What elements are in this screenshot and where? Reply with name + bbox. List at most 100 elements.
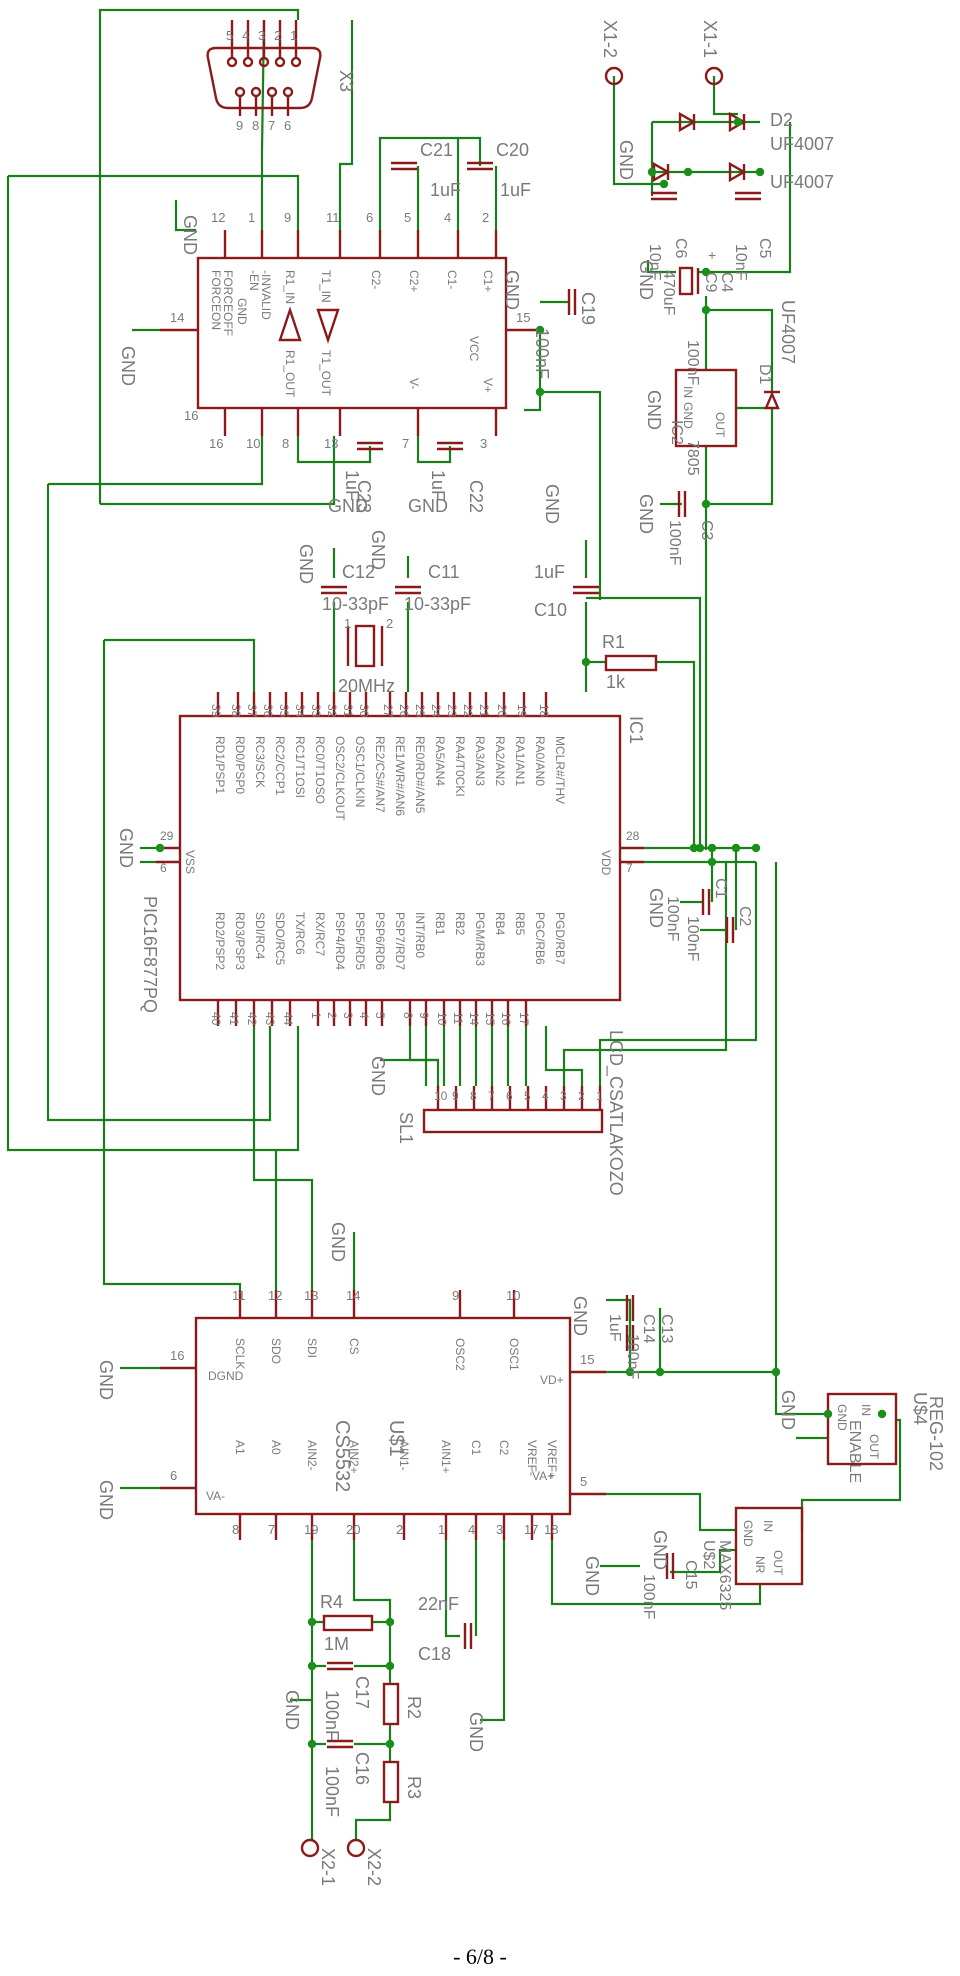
pin-label: RD3/PSP3 bbox=[233, 912, 247, 970]
resistor-ref: R2 bbox=[404, 1696, 424, 1719]
pin-label: PSP6/RD6 bbox=[373, 912, 387, 970]
pin-label: RE0/RD#/AN5 bbox=[413, 736, 427, 814]
junction-dot bbox=[707, 857, 717, 867]
pin-number: 10 bbox=[246, 436, 260, 451]
pin-number: 11 bbox=[451, 1012, 465, 1025]
wire-segment bbox=[416, 436, 452, 464]
db9-pin-number: 4 bbox=[242, 28, 249, 43]
capacitor-value: 10nF bbox=[646, 244, 663, 281]
capacitor-value: 1uF bbox=[430, 180, 461, 200]
pin-number: 16 bbox=[170, 1348, 184, 1363]
pin-label: OSC2 bbox=[453, 1338, 467, 1371]
pin-number: 7 bbox=[402, 436, 409, 451]
wire-segment bbox=[296, 436, 372, 464]
gnd-label: GND bbox=[502, 270, 522, 310]
pin-number: 24 bbox=[429, 704, 443, 718]
capacitor-value: 100nF bbox=[532, 328, 552, 379]
db9-pin-number: 5 bbox=[226, 28, 233, 43]
capacitor-ref: C22 bbox=[466, 480, 486, 513]
pin-label: RB2 bbox=[453, 912, 467, 936]
terminal-x2-2 bbox=[346, 1838, 366, 1858]
junction-layer bbox=[155, 117, 887, 1749]
junction-dot bbox=[701, 499, 711, 509]
capacitor-value: 10nF bbox=[732, 244, 749, 281]
pin-number: 9 bbox=[417, 1012, 431, 1019]
part-value: CS5532 bbox=[331, 1420, 353, 1492]
pin-number: 31 bbox=[341, 704, 355, 718]
part-ref: SL1 bbox=[396, 1112, 416, 1144]
pin-number: 28 bbox=[626, 829, 640, 843]
pin-label: PSP4/RD4 bbox=[333, 912, 347, 970]
capacitor-ref: C6 bbox=[672, 238, 689, 259]
pin-number: 1 bbox=[344, 616, 351, 631]
pin-number: 8 bbox=[401, 1012, 415, 1019]
pin-number: 18 bbox=[544, 1522, 558, 1537]
cs5532-body bbox=[194, 1316, 572, 1516]
pin-number: 18 bbox=[537, 704, 551, 718]
terminal-label: X2-2 bbox=[364, 1848, 384, 1886]
junction-dot bbox=[751, 843, 761, 853]
pin-number: 11 bbox=[232, 1288, 246, 1303]
capacitor-value: 1uF bbox=[342, 470, 362, 501]
capacitor-ref: C18 bbox=[418, 1644, 451, 1664]
diode-body bbox=[764, 390, 780, 410]
pin-number: 9 bbox=[284, 210, 291, 225]
capacitor-value: 1uF bbox=[534, 562, 565, 582]
pin-label: -INVALID bbox=[259, 270, 273, 320]
wire-segment bbox=[260, 19, 266, 230]
pin-label: PSP5/RD5 bbox=[353, 912, 367, 970]
junction-dot bbox=[535, 325, 545, 335]
pin-number: 17 bbox=[517, 1012, 531, 1026]
junction-dot bbox=[385, 1617, 395, 1627]
pin-label: MCLR#/THV bbox=[553, 736, 567, 804]
pin-label: VA+ bbox=[532, 1469, 554, 1483]
pin-number: 33 bbox=[309, 704, 323, 718]
pin-label: RA3/AN3 bbox=[473, 736, 487, 786]
capacitor-ref: C11 bbox=[428, 562, 460, 582]
resistor-value: 1M bbox=[324, 1634, 349, 1654]
gnd-label: GND bbox=[778, 1390, 798, 1430]
wire-segment bbox=[598, 862, 758, 1086]
capacitor-ref: C16 bbox=[352, 1752, 372, 1785]
wire-segment bbox=[706, 308, 774, 392]
junction-dot bbox=[683, 167, 693, 177]
buffer-symbol bbox=[316, 308, 340, 344]
capacitor-ref: C17 bbox=[352, 1676, 372, 1709]
junction-dot bbox=[307, 1739, 317, 1749]
db9-pin bbox=[250, 86, 262, 98]
capacitor-value: 100nF bbox=[322, 1766, 342, 1817]
pin-number: 1 bbox=[248, 210, 255, 225]
pin-label: RC2/CCP1 bbox=[273, 736, 287, 796]
part-ref: X3 bbox=[336, 70, 356, 92]
pin-label: OUT bbox=[867, 1434, 881, 1460]
terminal-label: X1-2 bbox=[600, 20, 620, 58]
terminal-x2-1 bbox=[300, 1838, 320, 1858]
pin-number: 2 bbox=[482, 210, 489, 225]
pin-label: RD1/PSP1 bbox=[213, 736, 227, 794]
pin-label: V+ bbox=[481, 378, 495, 393]
pin-number: 11 bbox=[326, 210, 340, 225]
pin-label: OSC1 bbox=[507, 1338, 521, 1371]
gnd-label: GND bbox=[116, 828, 136, 868]
pin-number: 14 bbox=[346, 1288, 360, 1303]
pin-label: OSC2/CLKOUT bbox=[333, 736, 347, 821]
terminal-label: X2-1 bbox=[318, 1848, 338, 1886]
db9-pin-number: 2 bbox=[274, 28, 281, 43]
part-value: REG-102 bbox=[926, 1396, 946, 1471]
capacitor-ref: C13 bbox=[658, 1314, 675, 1343]
pin-label: T1_IN bbox=[319, 270, 333, 303]
db9-pin bbox=[266, 86, 278, 98]
capacitor-ref: C3 bbox=[698, 520, 715, 541]
pin-label: RX/RC7 bbox=[313, 912, 327, 956]
pin-label: VCC bbox=[467, 336, 481, 362]
pin-label: RC1/T1OSI bbox=[293, 736, 307, 798]
pin-number: 3 bbox=[496, 1522, 503, 1537]
pin-number: 44 bbox=[281, 1012, 295, 1026]
junction-dot bbox=[659, 179, 669, 189]
pin-number: 13 bbox=[324, 436, 338, 451]
pin-number: 15 bbox=[516, 310, 530, 325]
pin-label: VD+ bbox=[540, 1373, 564, 1387]
db9-pin-number: 1 bbox=[290, 28, 297, 43]
pin-label: AIN1+ bbox=[439, 1440, 453, 1474]
